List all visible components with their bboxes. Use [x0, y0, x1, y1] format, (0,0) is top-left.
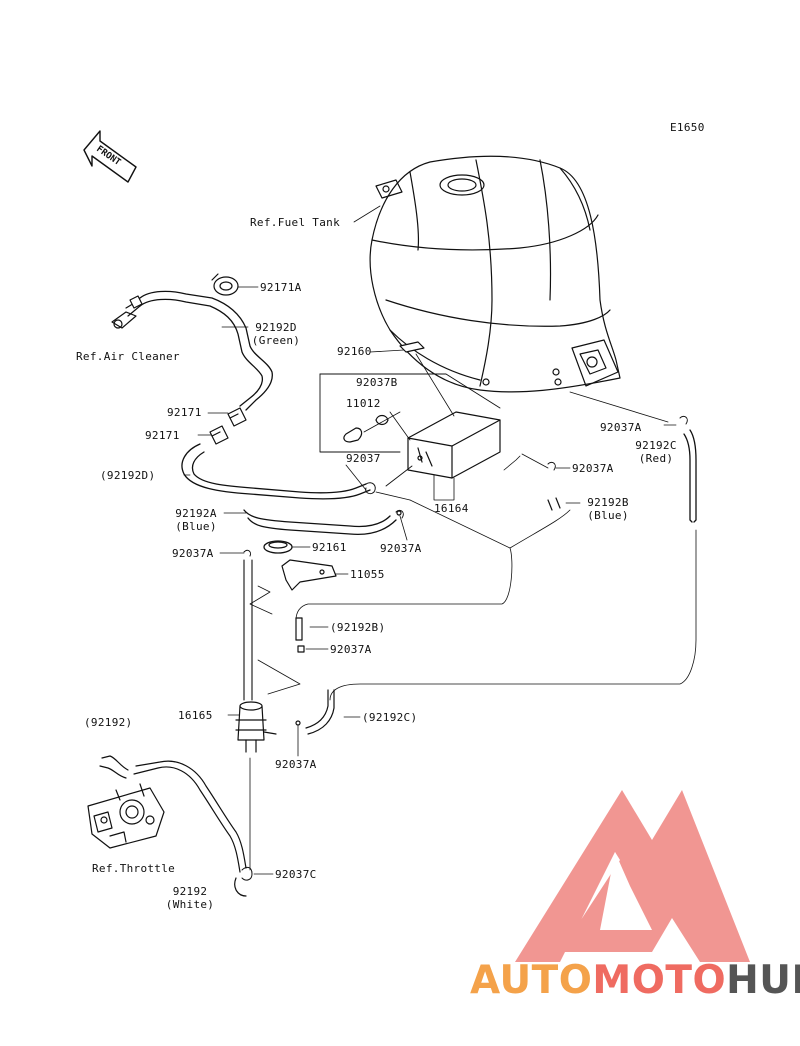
- label-92192a-color: (Blue): [175, 520, 217, 533]
- label-92037a-center: 92037A: [380, 542, 422, 555]
- air-cleaner-fitting: [111, 295, 143, 329]
- label-air-cleaner: Ref.Air Cleaner: [76, 350, 180, 363]
- label-11055: 11055: [350, 568, 385, 581]
- label-92037: 92037: [346, 452, 381, 465]
- label-92192-paren: (92192): [84, 716, 133, 729]
- label-16165: 16165: [178, 709, 213, 722]
- label-92037b: 92037B: [356, 376, 398, 389]
- label-92192b-color: (Blue): [587, 509, 629, 522]
- clamp-92171a: [211, 273, 239, 296]
- label-92161: 92161: [312, 541, 347, 554]
- label-92192c-color: (Red): [638, 452, 674, 465]
- clamps-92171: [209, 407, 247, 445]
- label-92192-color: (White): [165, 898, 215, 911]
- watermark-logo: [515, 790, 750, 962]
- watermark-text: AUTOMOTOHUB: [470, 958, 800, 1003]
- label-92192b: 92192B: [587, 496, 629, 509]
- label-92192d-paren: (92192D): [100, 469, 156, 482]
- label-92192: 92192: [172, 885, 208, 898]
- diagram-code: E1650: [670, 121, 705, 134]
- label-92192d-color: (Green): [251, 334, 301, 347]
- label-11012: 11012: [346, 397, 381, 410]
- label-16164: 16164: [434, 502, 469, 515]
- label-92192c-paren: (92192C): [362, 711, 418, 724]
- label-fuel-tank: Ref.Fuel Tank: [250, 216, 340, 229]
- label-92037a-right-mid: 92037A: [572, 462, 614, 475]
- label-92171-lower: 92171: [145, 429, 180, 442]
- label-92037a-right-top: 92037A: [600, 421, 642, 434]
- label-92037a-left: 92037A: [172, 547, 214, 560]
- label-throttle: Ref.Throttle: [92, 862, 176, 875]
- label-92192b-paren: (92192B): [330, 621, 386, 634]
- valve-16165: [235, 701, 277, 753]
- label-92037a-bottom: 92037A: [275, 758, 317, 771]
- label-92192d: 92192D: [255, 321, 297, 334]
- watermark-hub: HUB: [726, 958, 800, 1003]
- label-92037a-lower: 92037A: [330, 643, 372, 656]
- front-arrow-icon: FRONT: [83, 130, 137, 183]
- label-92192c: 92192C: [635, 439, 677, 452]
- watermark-moto: MOTO: [592, 958, 727, 1003]
- label-92160: 92160: [337, 345, 372, 358]
- throttle-body: [87, 783, 165, 849]
- label-92171a: 92171A: [260, 281, 302, 294]
- watermark-auto: AUTO: [470, 958, 593, 1003]
- label-92192a: 92192A: [175, 507, 217, 520]
- label-92171-upper: 92171: [167, 406, 202, 419]
- canister-16164: [407, 411, 501, 479]
- label-92037c: 92037C: [275, 868, 317, 881]
- fuel-tank: [369, 155, 621, 393]
